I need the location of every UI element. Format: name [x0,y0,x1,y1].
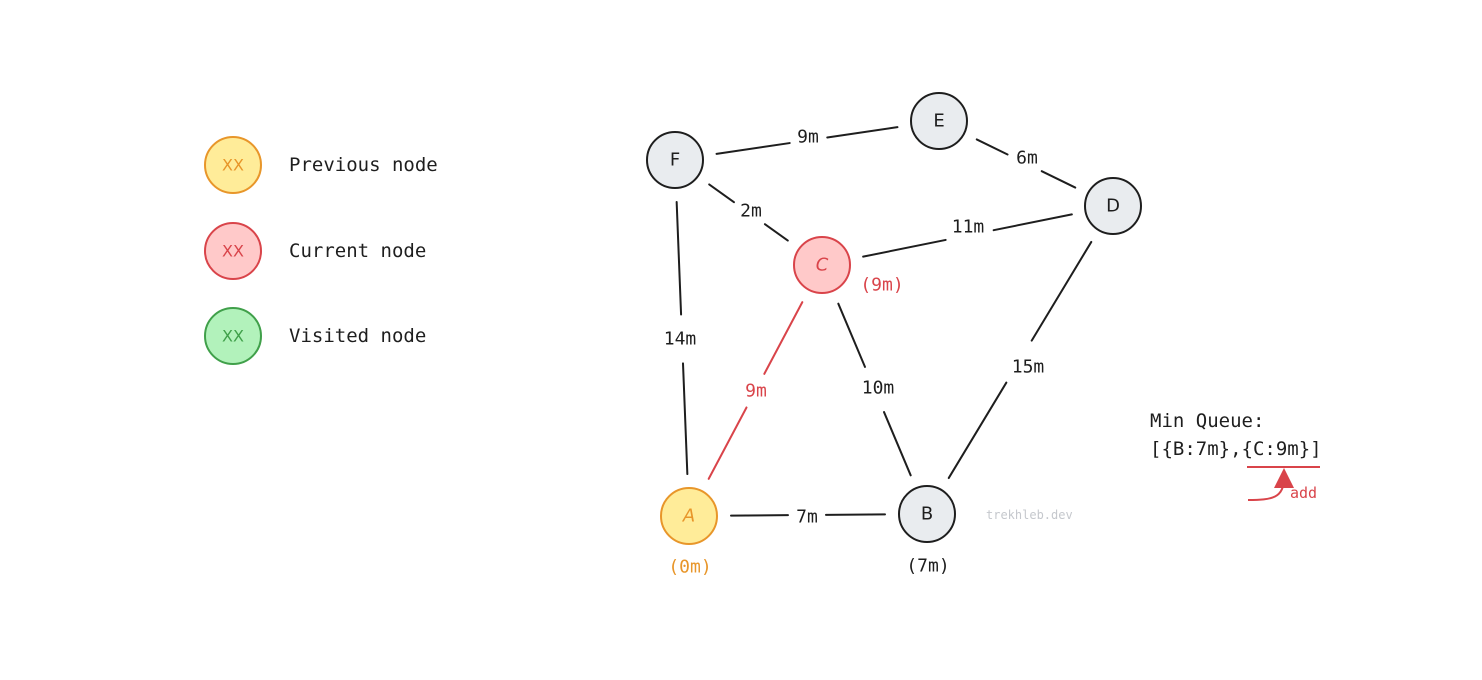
watermark: trekhleb.dev [986,508,1073,522]
edge-weight-label: 14m [664,329,697,350]
edge-weight-label: 2m [740,201,762,222]
edge-weight-label: 7m [796,507,818,528]
graph-edges: 9m 6m 2m 11m 14m 9m 10m 15m 7m [664,126,1093,528]
node-label: E [933,111,944,132]
edge-a-c: 9m [707,301,804,480]
node-e: E [910,92,968,150]
edge-line-segment [883,411,912,477]
legend-label-visited: Visited node [289,325,426,347]
min-queue-prefix: [{B:7m}, [1150,438,1242,460]
add-arrow [1247,468,1294,501]
edge-line-segment [1030,240,1093,342]
edge-c-b: 10m [837,302,912,477]
legend-marker-visited [204,307,262,365]
legend-marker-current-text: XX [222,242,244,261]
node-label: F [670,150,680,171]
edge-line-segment [947,381,1008,480]
legend: XX Previous node XX Current node XX Visi… [204,136,438,365]
legend-marker-visited-text: XX [222,327,244,346]
edge-line-segment [975,138,1009,156]
edge-line-segment [1040,170,1077,189]
edge-line-segment [862,238,947,258]
legend-marker-current [204,222,262,280]
node-c: C (9m) [793,236,904,296]
legend-label-previous: Previous node [289,154,438,176]
edge-e-d: 6m [975,138,1077,189]
graph-nodes: A (0m) B (7m) C (9m) D E F [646,92,1142,578]
edge-f-c: 2m [708,183,789,242]
edge-weight-label: 9m [745,381,767,402]
node-distance-label: (9m) [860,275,903,296]
min-queue-title: Min Queue: [1150,410,1264,432]
min-queue: Min Queue: [{B:7m},{C:9m}] add [1150,410,1322,502]
edge-weight-label: 15m [1012,357,1045,378]
legend-marker-previous [204,136,262,194]
edge-c-d: 11m [862,213,1073,258]
legend-marker-previous-text: XX [222,156,244,175]
node-f: F [646,131,704,189]
node-circle [898,485,956,543]
edge-a-b: 7m [729,507,887,528]
edge-weight-label: 11m [952,217,985,238]
edge-line-segment [715,142,791,155]
node-circle [1084,177,1142,235]
node-a: A (0m) [660,487,718,578]
edge-line-segment [763,301,804,375]
edge-weight-label: 9m [797,127,819,148]
node-label: A [682,506,695,527]
min-queue-added-item: {C:9m} [1242,438,1311,460]
edge-line-segment [708,183,735,204]
node-label: B [921,504,933,525]
edge-d-b: 15m [947,240,1093,480]
edge-weight-label: 6m [1016,148,1038,169]
node-label: D [1106,196,1120,217]
edge-line-segment [681,362,689,476]
node-label: C [816,255,829,276]
legend-item-visited: XX Visited node [204,307,426,365]
node-distance-label: (7m) [906,556,949,577]
node-circle [793,236,851,294]
edge-f-a: 14m [664,200,697,476]
legend-label-current: Current node [289,240,426,262]
add-annotation: add [1290,484,1317,502]
min-queue-contents: [{B:7m},{C:9m}] [1150,438,1322,460]
min-queue-suffix: ] [1310,438,1321,460]
edge-line-segment [707,406,748,480]
node-d: D [1084,177,1142,235]
legend-item-previous: XX Previous node [204,136,438,194]
edge-line-segment [763,223,789,242]
edge-line-segment [675,200,683,316]
node-circle [660,487,718,545]
edge-line-segment [826,126,899,139]
edge-f-e: 9m [715,126,899,155]
legend-item-current: XX Current node [204,222,426,280]
node-circle [646,131,704,189]
node-circle [910,92,968,150]
edge-line-segment [837,302,866,368]
edge-line-segment [992,213,1073,232]
edge-weight-label: 10m [862,378,895,399]
node-distance-label: (0m) [668,557,711,578]
node-b: B (7m) [898,485,956,577]
